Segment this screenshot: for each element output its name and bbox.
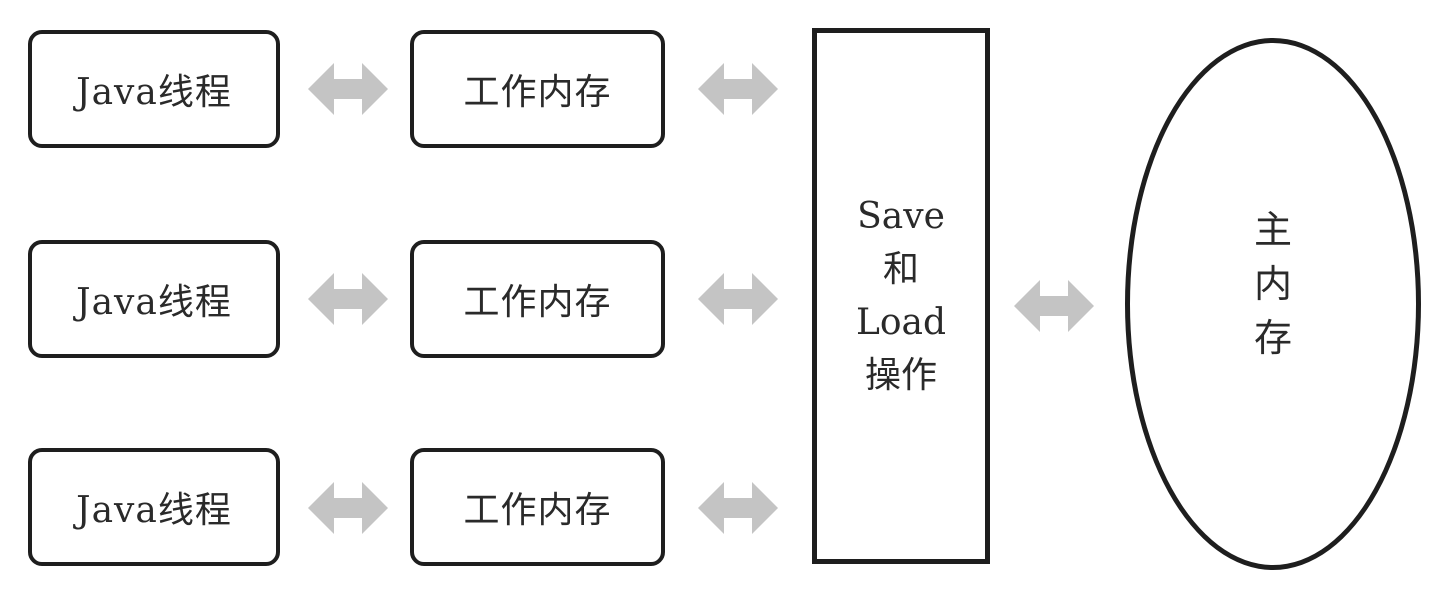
java-thread-box-1: Java线程	[28, 30, 280, 148]
double-arrow-icon	[306, 476, 390, 540]
double-arrow-icon	[696, 267, 780, 331]
double-arrow-icon	[696, 57, 780, 121]
double-arrow-icon	[306, 57, 390, 121]
main-memory-ellipse: 主 内 存	[1125, 38, 1421, 570]
save-load-line-2: 和	[882, 249, 919, 290]
main-memory-char-1: 主	[1253, 208, 1292, 252]
java-thread-label-1: Java线程	[76, 72, 232, 113]
working-memory-label-3: 工作内存	[463, 490, 612, 531]
double-arrow-icon	[1012, 274, 1096, 338]
double-arrow-icon	[306, 267, 390, 331]
save-load-line-3: Load	[855, 302, 947, 343]
working-memory-label-2: 工作内存	[463, 282, 612, 323]
save-load-line-1: Save	[857, 196, 945, 237]
save-load-operation-box: Save 和 Load 操作	[812, 28, 990, 564]
java-thread-box-2: Java线程	[28, 240, 280, 358]
main-memory-char-3: 存	[1253, 316, 1292, 360]
working-memory-label-1: 工作内存	[463, 72, 612, 113]
working-memory-box-1: 工作内存	[410, 30, 665, 148]
java-thread-label-3: Java线程	[76, 490, 232, 531]
main-memory-char-2: 内	[1253, 262, 1292, 306]
save-load-line-4: 操作	[864, 355, 937, 396]
working-memory-box-3: 工作内存	[410, 448, 665, 566]
java-thread-label-2: Java线程	[76, 282, 232, 323]
working-memory-box-2: 工作内存	[410, 240, 665, 358]
main-memory-label: 主 内 存	[1254, 203, 1292, 365]
java-thread-box-3: Java线程	[28, 448, 280, 566]
double-arrow-icon	[696, 476, 780, 540]
